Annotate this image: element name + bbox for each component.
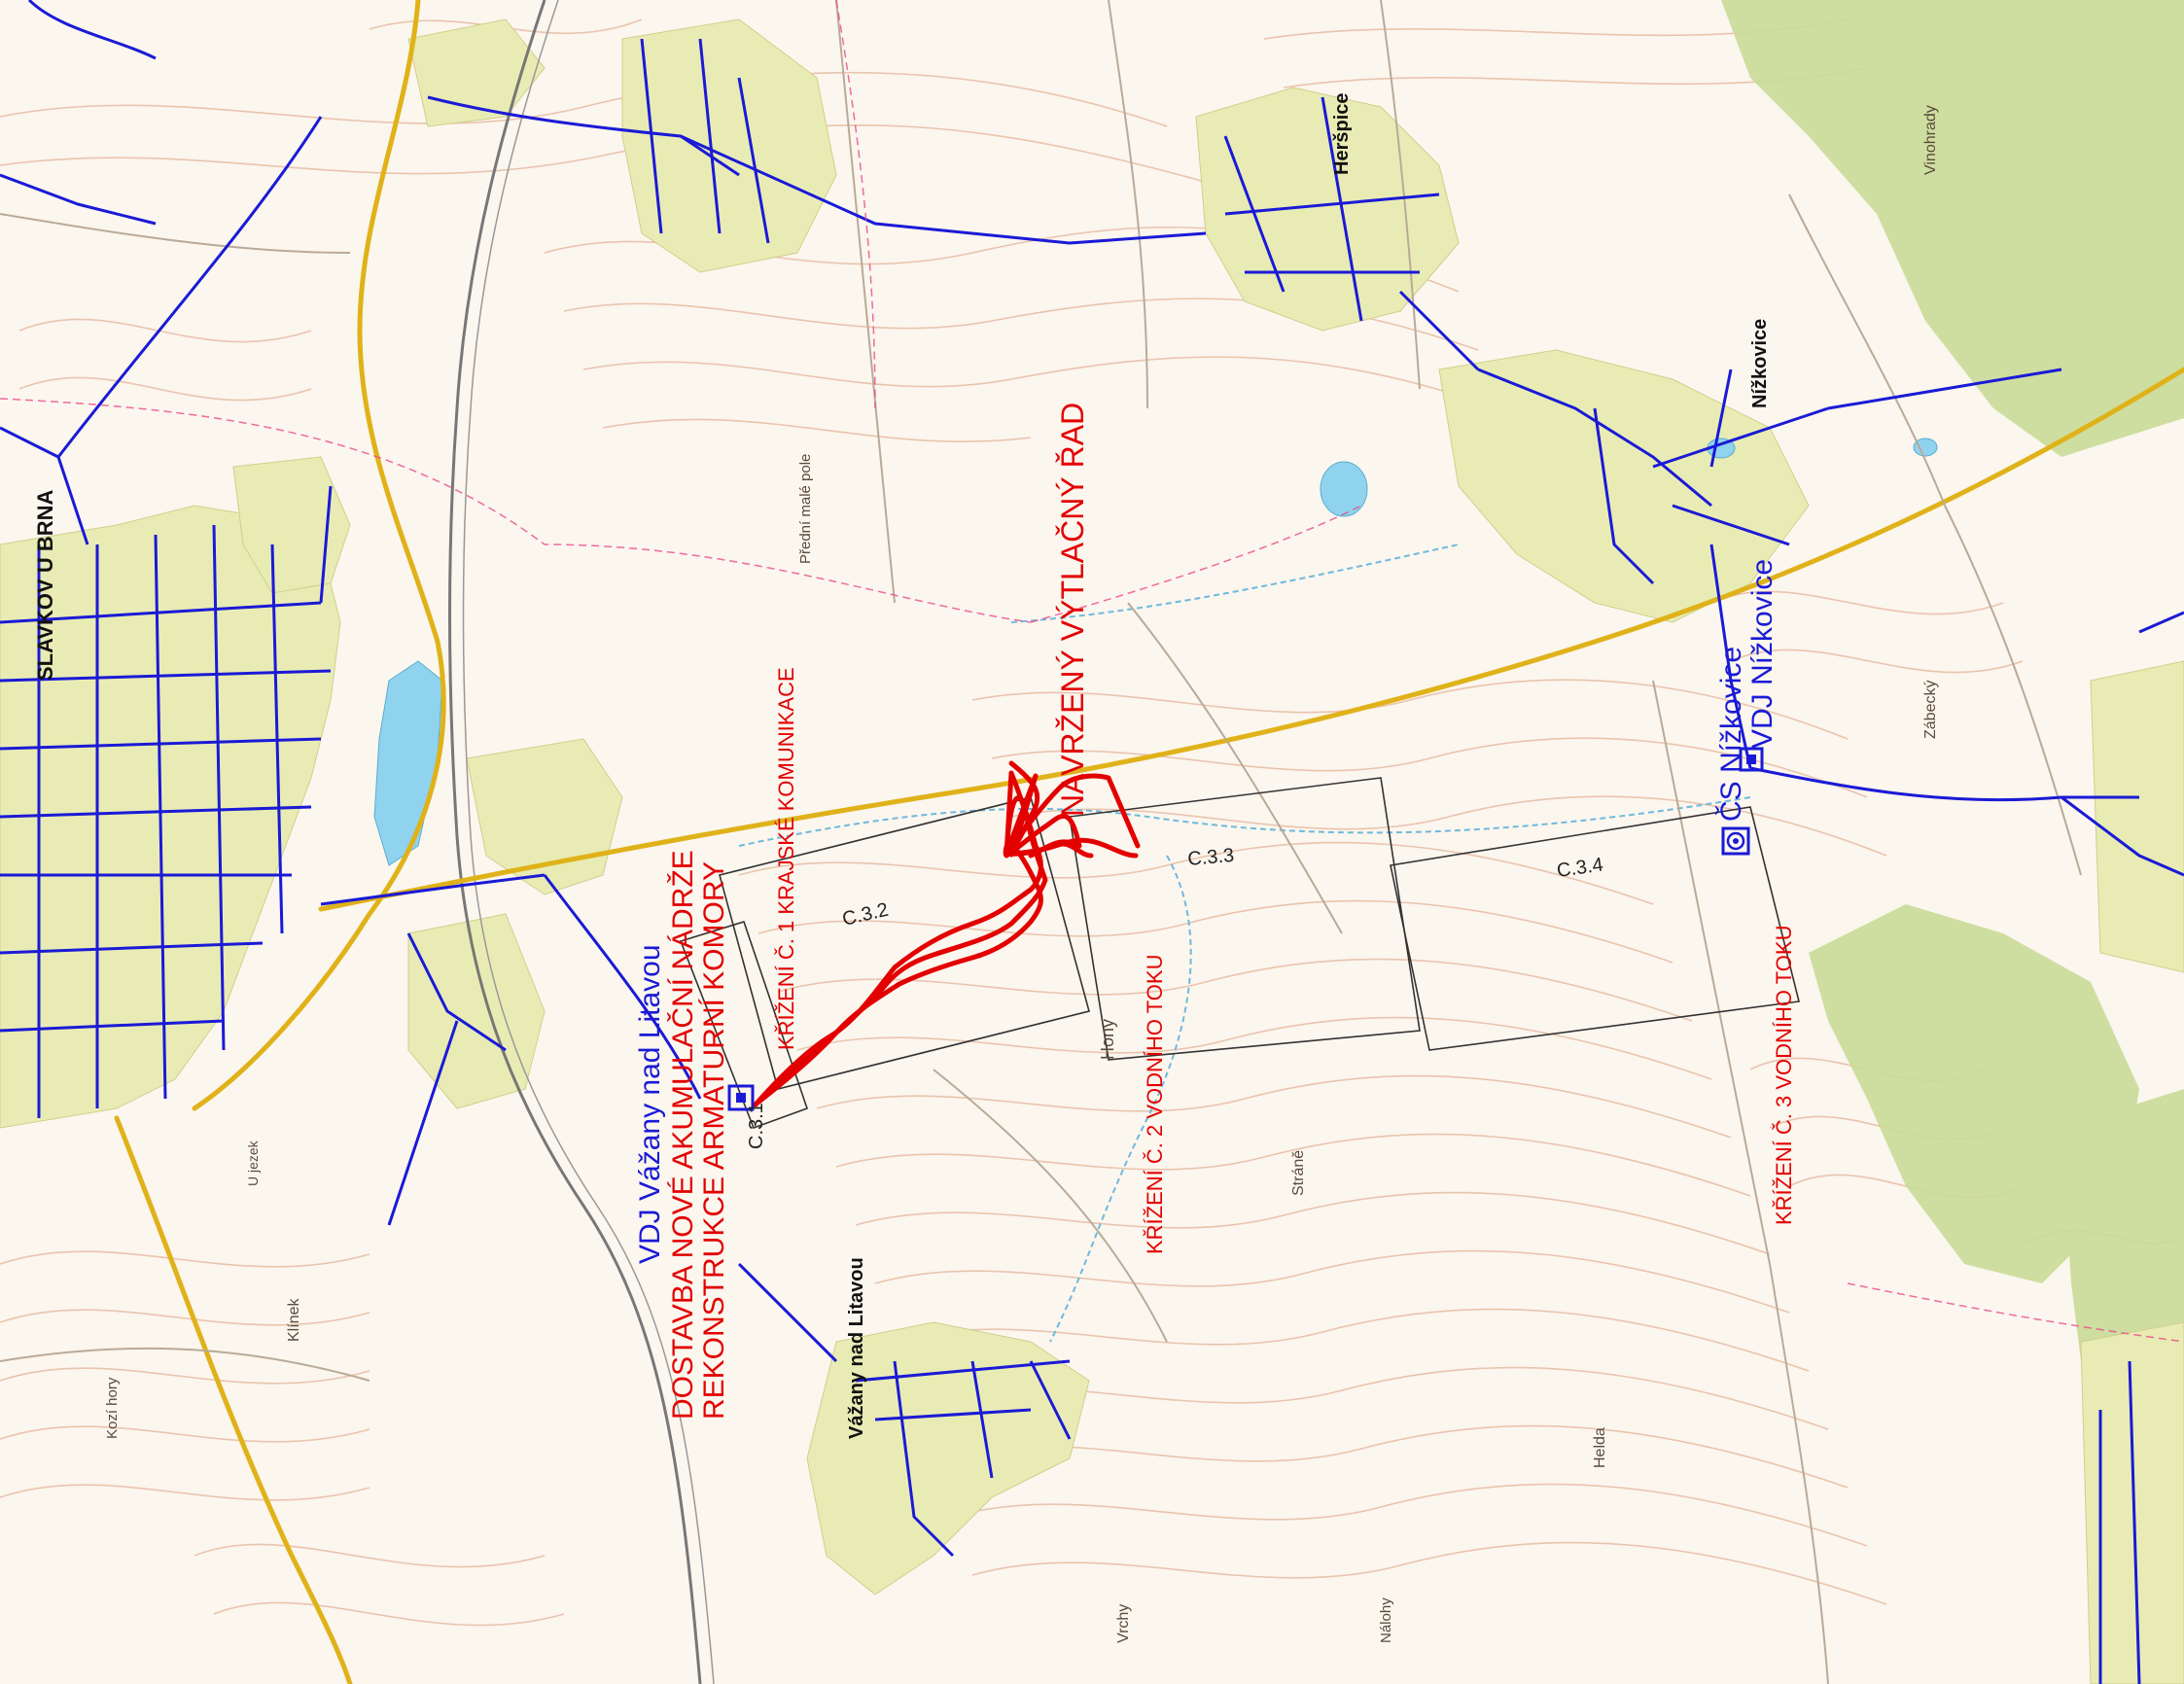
- label-vrchy: Vrchy: [1115, 1604, 1132, 1643]
- railway: [448, 0, 715, 1684]
- vdj-nizkovice-marker: [1739, 747, 1764, 772]
- label-u-jezek: U jezek: [245, 1140, 261, 1186]
- label-predni-male-pole: Přední malé pole: [797, 454, 814, 564]
- sheet-labels: C.3.1 C.3.2 C.3.3 C.3.4: [746, 845, 1604, 1149]
- vazany-settlement: [806, 1321, 1090, 1596]
- label-helda: Helda: [1592, 1427, 1608, 1468]
- label-kozi-hory: Kozí hory: [104, 1377, 121, 1439]
- label-slavkov: SLAVKOV U BRNA: [33, 490, 57, 681]
- slavkov-settlement: [0, 505, 341, 1129]
- annotation-krizeni-1: KŘÍŽENÍ Č. 1 KRAJSKÉ KOMUNIKACE: [774, 667, 798, 1050]
- minor-roads: [0, 0, 2082, 1684]
- label-strana: Stráně: [1290, 1150, 1307, 1196]
- pond-slavkov: [373, 660, 443, 866]
- cs-nizkovice-marker: [1721, 826, 1750, 856]
- label-vinohrady: Vinohrady: [1922, 105, 1939, 175]
- sheet-frame-c33: [1069, 777, 1421, 1061]
- facility-markers: [727, 747, 1764, 1111]
- label-nizkovice: Nížkovice: [1749, 319, 1771, 408]
- place-labels: SLAVKOV U BRNA Heršpice Nížkovice Vážany…: [33, 93, 1939, 1644]
- annotation-dostavba: DOSTAVBA NOVÉ AKUMULAČNÍ NÁDRŽE: [666, 850, 699, 1420]
- regional-road-54: [318, 367, 2184, 912]
- sheet-frame-c31: [679, 921, 809, 1130]
- sheet-frame-c32: [719, 796, 1090, 1090]
- label-nalohy: Nálohy: [1378, 1597, 1394, 1643]
- water-bodies: [373, 438, 1938, 866]
- vdj-vazany-marker: [727, 1084, 755, 1111]
- label-vazany: Vážany nad Litavou: [846, 1257, 867, 1439]
- annotation-vdj-nizkovice: VDJ Nížkovice: [1746, 559, 1779, 749]
- herspice-settlement: [1195, 87, 1460, 332]
- label-zabecky: Zábecký: [1922, 681, 1939, 739]
- nizkovice-settlement: [1438, 349, 1810, 623]
- sheet-frames: [679, 777, 1800, 1130]
- label-hony: Hony: [1098, 1019, 1117, 1060]
- streams: [738, 544, 1751, 1343]
- settlement-areas: [0, 18, 2184, 1684]
- sheet-frame-c34: [1390, 806, 1800, 1051]
- annotation-krizeni-3: KŘÍŽENÍ Č. 3 VODNÍHO TOKU: [1772, 926, 1796, 1225]
- project-annotations: VDJ Vážany nad Litavou DOSTAVBA NOVÉ AKU…: [634, 403, 1796, 1420]
- annotation-navrzeny-rad: NAVRŽENÝ VÝTLAČNÝ ŘAD: [1055, 403, 1090, 817]
- label-klinek: Klínek: [286, 1298, 302, 1342]
- annotation-vdj-vazany: VDJ Vážany nad Litavou: [634, 944, 666, 1264]
- label-herspice: Heršpice: [1331, 93, 1353, 176]
- annotation-cs-nizkovice: ČS Nížkovice: [1714, 647, 1747, 822]
- annotation-rekonstrukce: REKONSTRUKCE ARMATURNÍ KOMORY: [698, 861, 730, 1420]
- sheet-label-c31: C.3.1: [746, 1103, 767, 1149]
- cadastral-boundaries: [0, 0, 2184, 1343]
- pond-herspice: [1320, 461, 1368, 517]
- annotation-krizeni-2: KŘÍŽENÍ Č. 2 VODNÍHO TOKU: [1143, 955, 1167, 1254]
- sheet-label-c33: C.3.3: [1187, 845, 1236, 870]
- pipeline-final: [754, 839, 1043, 1106]
- main-roads: [114, 0, 2184, 1684]
